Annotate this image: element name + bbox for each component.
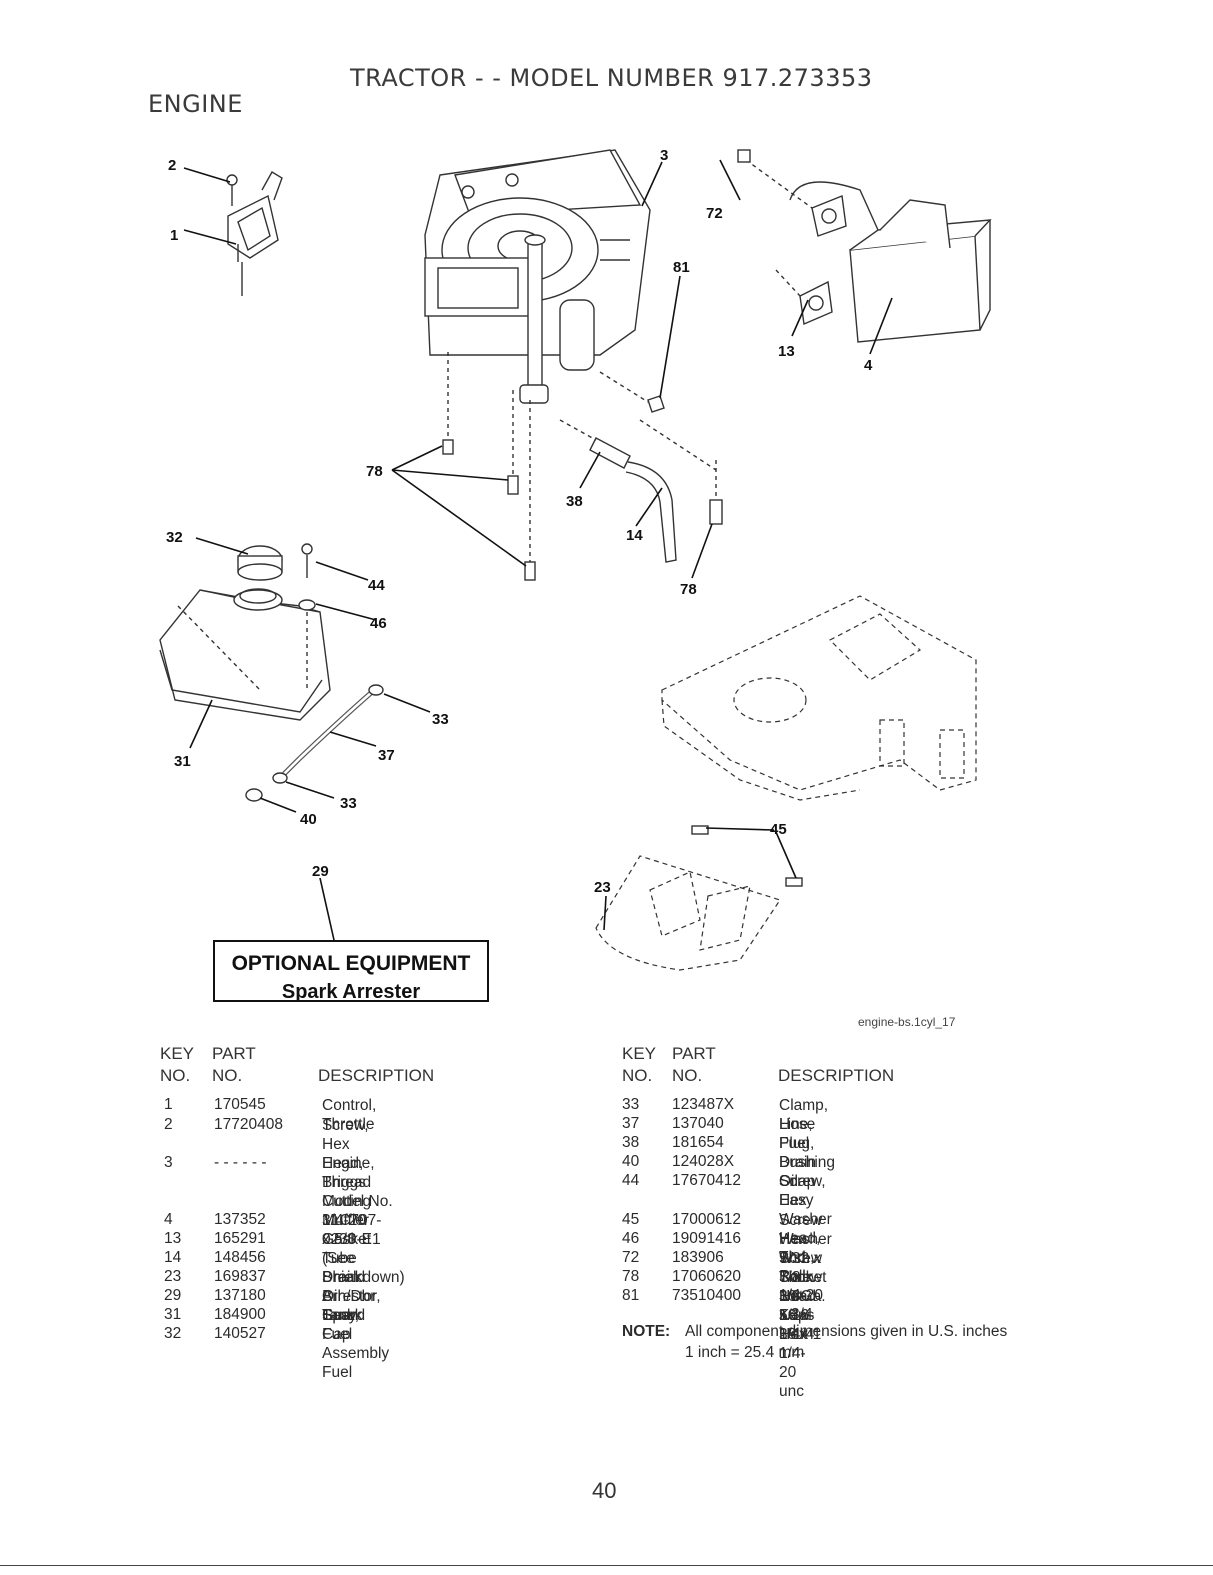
part-no-header: NO.	[212, 1066, 243, 1085]
key-no-header: NO.	[622, 1066, 653, 1085]
callout-45: 45	[770, 821, 787, 838]
section-title: ENGINE	[148, 90, 243, 118]
callout-81: 81	[673, 259, 690, 276]
key-header: KEY	[160, 1044, 195, 1063]
note-label: NOTE:	[622, 1323, 671, 1340]
muffler-drawing	[737, 149, 992, 343]
part-no-header: NO.	[672, 1066, 703, 1085]
shield-drawing	[595, 855, 781, 971]
callout-37: 37	[378, 747, 395, 764]
callout-3: 3	[660, 147, 668, 164]
throttle-control-drawing	[226, 171, 283, 296]
oil-drain-assembly	[559, 371, 717, 563]
callout-2: 2	[168, 157, 176, 174]
engine-drawing	[424, 149, 651, 404]
description-header: DESCRIPTION	[318, 1066, 435, 1085]
optional-equipment-box: OPTIONAL EQUIPMENT Spark Arrester	[213, 940, 489, 1003]
callout-33-top: 33	[432, 711, 449, 728]
note-line-2: 1 inch = 25.4 mm	[685, 1344, 805, 1361]
callout-14: 14	[626, 527, 643, 544]
callout-13: 13	[778, 343, 795, 360]
exploded-parts-diagram: 2 1 3 72 81 13 4 78 38 14 78 32 44 46 33…	[159, 147, 992, 1029]
description-header: DESCRIPTION	[778, 1066, 895, 1085]
optional-equipment-heading: OPTIONAL EQUIPMENT	[231, 952, 471, 975]
callout-23: 23	[594, 879, 611, 896]
key-header: KEY	[622, 1044, 657, 1063]
diagram-reference: engine-bs.1cyl_17	[858, 1015, 956, 1029]
part-header: PART	[212, 1044, 256, 1063]
fuel-tank-drawing	[159, 543, 331, 721]
callout-4: 4	[864, 357, 873, 374]
shield-screws	[691, 825, 803, 887]
callout-numbers: 2 1 3 72 81 13 4 78 38 14 78 32 44 46 33…	[166, 147, 873, 896]
key-no-header: NO.	[160, 1066, 191, 1085]
callout-38: 38	[566, 493, 583, 510]
callout-40: 40	[300, 811, 317, 828]
note-line-1: All component dimensions given in U.S. i…	[685, 1323, 1008, 1340]
callout-78-frame: 78	[680, 581, 697, 598]
callout-32: 32	[166, 529, 183, 546]
page-number: 40	[592, 1478, 617, 1503]
part-header: PART	[672, 1044, 716, 1063]
callout-31: 31	[174, 753, 191, 770]
callout-44: 44	[368, 577, 385, 594]
page-title: TRACTOR - - MODEL NUMBER 917.273353	[350, 64, 873, 92]
callout-72: 72	[706, 205, 723, 222]
callout-46: 46	[370, 615, 387, 632]
callout-leader-lines	[183, 159, 893, 941]
callout-29: 29	[312, 863, 329, 880]
optional-equipment-item: Spark Arrester	[281, 981, 421, 1003]
frame-drawing	[661, 595, 977, 801]
engine-mount-bolts	[442, 352, 723, 581]
fuel-line-drawing	[245, 684, 384, 802]
callout-1: 1	[170, 227, 178, 244]
footer-rule	[0, 1565, 1213, 1566]
callout-78-engine: 78	[366, 463, 383, 480]
callout-33-bottom: 33	[340, 795, 357, 812]
